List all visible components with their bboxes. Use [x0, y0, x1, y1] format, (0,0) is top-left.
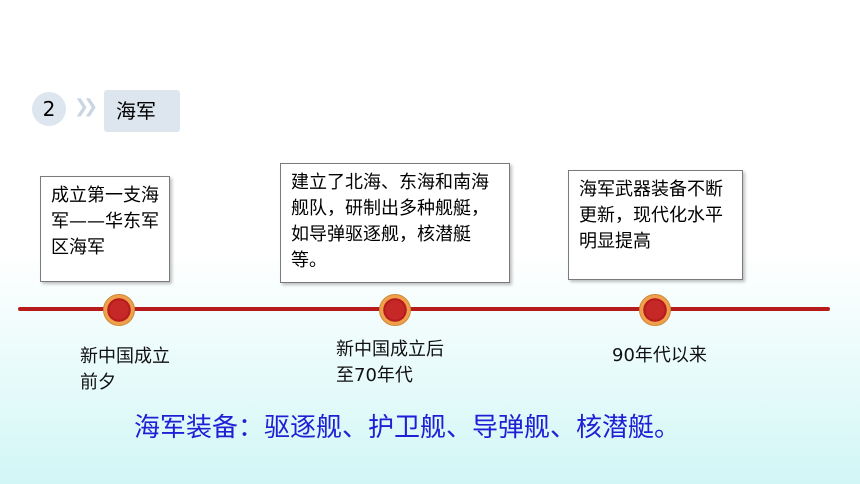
section-title-tag: 海军: [104, 90, 180, 132]
event-box-1: 成立第一支海军——华东军区海军: [40, 176, 170, 282]
era-label-2: 新中国成立后至70年代: [336, 339, 444, 386]
timeline-line: [18, 307, 830, 311]
timeline-node-1: [103, 294, 135, 326]
double-chevron-right-icon: ❯❯: [74, 96, 98, 117]
section-number-badge: 2: [32, 92, 66, 126]
event-box-3: 海军武器装备不断更新，现代化水平明显提高: [568, 170, 743, 280]
era-label-3: 90年代以来: [612, 345, 707, 366]
equipment-summary: 海军装备：驱逐舰、护卫舰、导弹舰、核潜艇。: [134, 413, 681, 443]
event-box-2: 建立了北海、东海和南海舰队，研制出多种舰艇，如导弹驱逐舰，核潜艇等。: [280, 163, 510, 283]
timeline-node-3: [639, 294, 671, 326]
era-label-1: 新中国成立前夕: [80, 346, 170, 393]
timeline-node-2: [379, 294, 411, 326]
